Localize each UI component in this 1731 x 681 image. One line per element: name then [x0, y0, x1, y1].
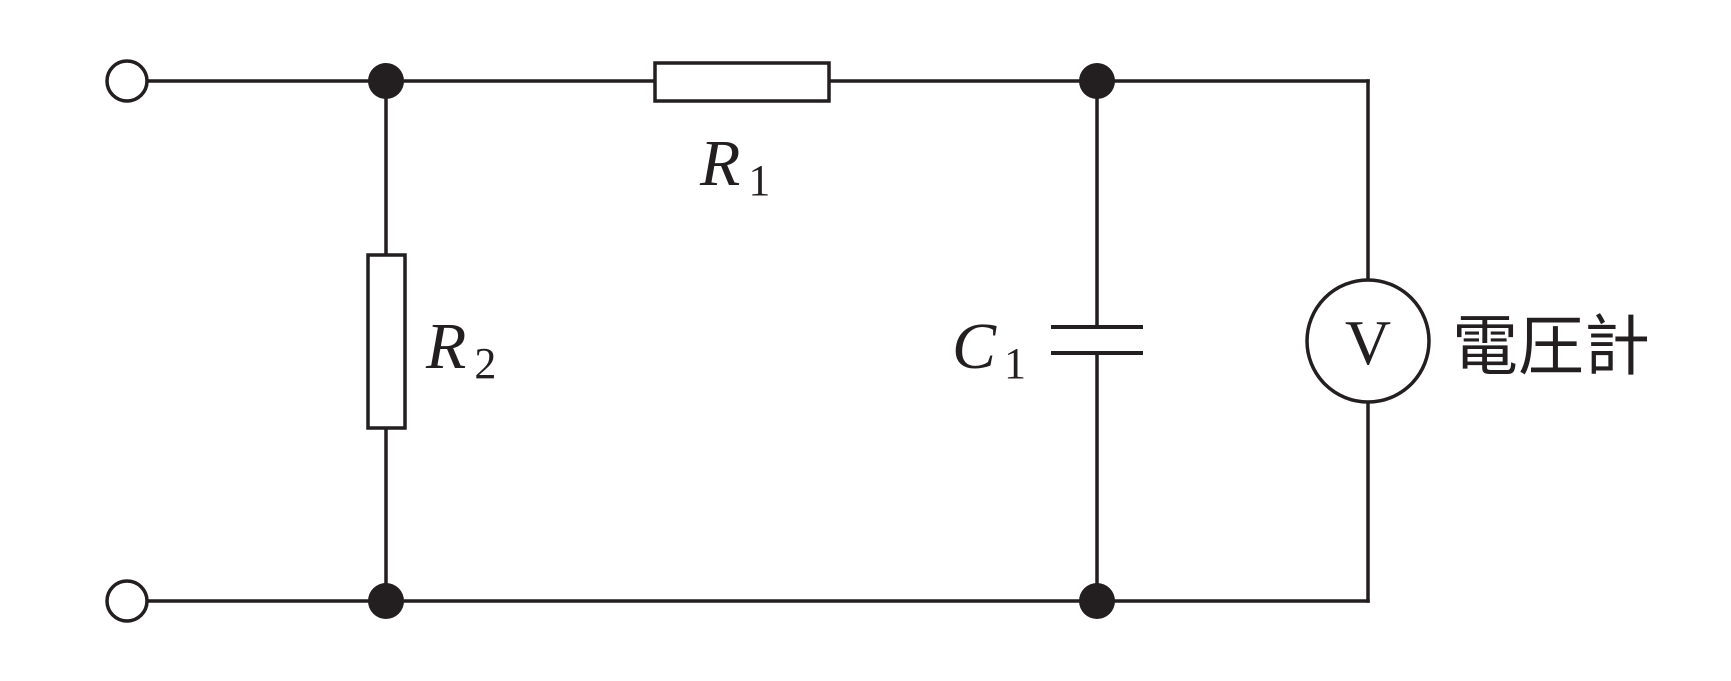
wires: [134, 79, 1370, 603]
voltmeter-letter: V: [1345, 307, 1391, 378]
capacitor-c1-symbol: C: [952, 310, 997, 383]
resistor-r1-symbol: R: [699, 127, 740, 200]
capacitor-c1-subscript: 1: [1004, 339, 1026, 388]
terminal-bottom: [105, 579, 149, 623]
resistor-r2-body: [366, 253, 407, 430]
resistor-r2-symbol: R: [425, 310, 466, 383]
junctions: [368, 63, 1115, 619]
resistor-r2-subscript: 2: [474, 339, 496, 388]
voltmeter: V 電圧計: [1305, 278, 1650, 404]
voltmeter-icon: [1305, 278, 1431, 404]
terminals: [105, 59, 149, 623]
resistor-r1-subscript: 1: [748, 156, 770, 205]
resistor-r1-body: [653, 61, 831, 103]
terminal-top: [105, 59, 149, 103]
junction-dot-top-left: [368, 63, 404, 99]
voltmeter-label: 電圧計: [1452, 308, 1650, 385]
junction-dot-bottom-right: [1079, 583, 1115, 619]
junction-dot-bottom-left: [368, 583, 404, 619]
junction-dot-top-right: [1079, 63, 1115, 99]
